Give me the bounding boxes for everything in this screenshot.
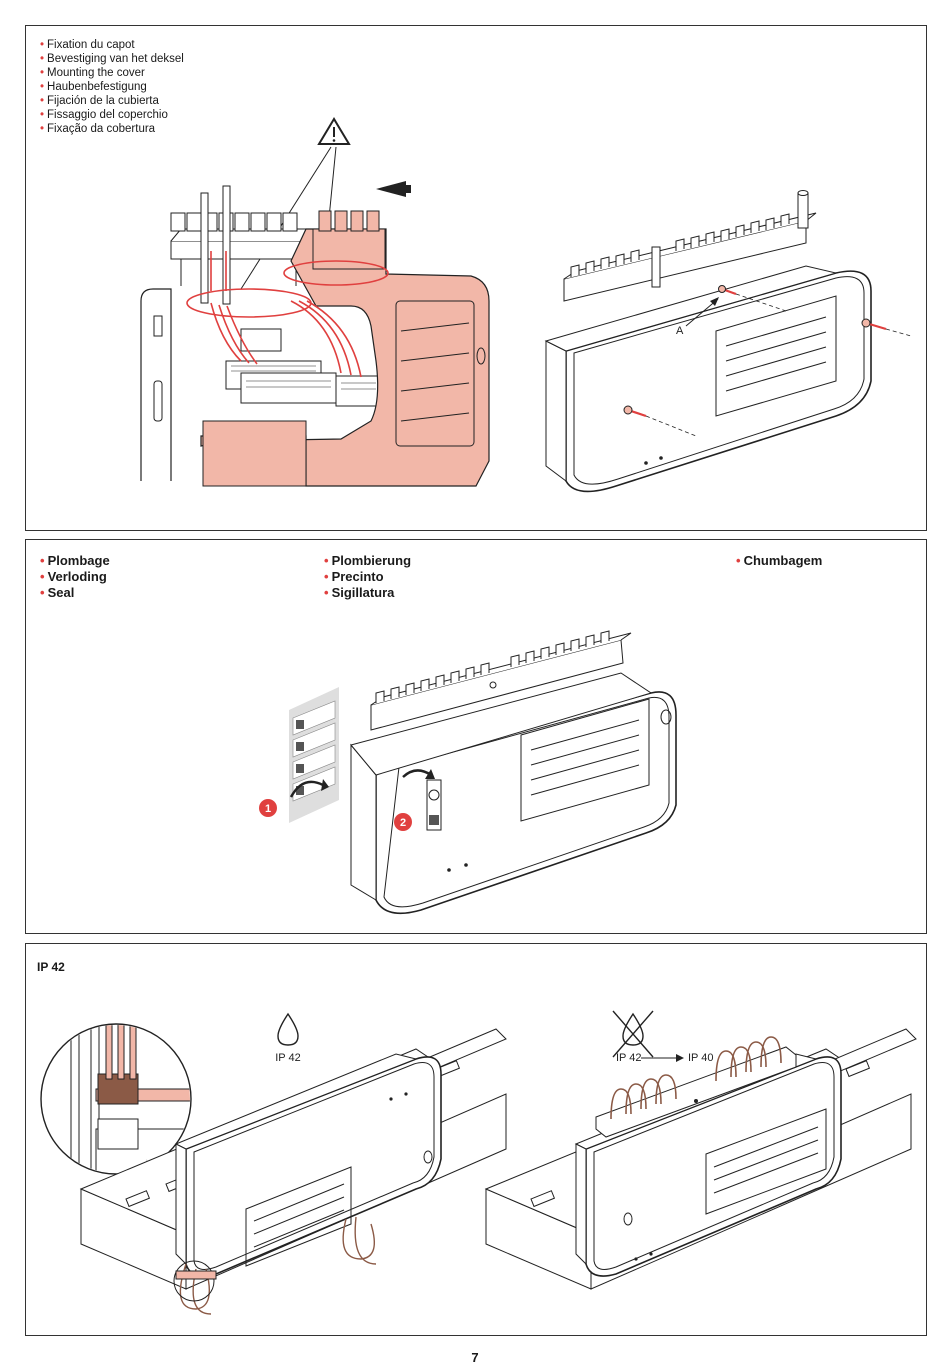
ip42-device-left — [79, 1028, 507, 1315]
mounting-label-list: •Fixation du capot •Bevestiging van het … — [40, 38, 184, 136]
seal-label-es: •Precinto — [324, 569, 384, 584]
closed-controller-screws-illustration: A — [544, 190, 912, 493]
label-es: •Fijación de la cubierta — [40, 95, 159, 107]
ip42-crossed-label: IP 42 — [616, 1052, 642, 1064]
label-de: •Haubenbefestigung — [40, 81, 147, 93]
step-1-badge: 1 — [259, 799, 277, 817]
seal-sticker-sheet — [289, 687, 339, 823]
crossed-water-drop-icon — [612, 1010, 654, 1058]
seal-label-col2: •Plombierung •Precinto •Sigillatura — [324, 553, 411, 601]
seal-label-en: •Seal — [40, 585, 75, 600]
seal-label-it: •Sigillatura — [324, 585, 395, 600]
seal-label-col1: •Plombage •Verloding •Seal — [40, 553, 110, 601]
seal-label-nl: •Verloding — [40, 569, 107, 584]
section-seal: •Plombage •Verloding •Seal •Plombierung … — [25, 539, 927, 934]
section-ip-rating: IP 42 IP 42 — [25, 943, 927, 1336]
open-controller-illustration — [140, 117, 490, 487]
label-pt: •Fixação da cobertura — [40, 123, 156, 135]
label-it: •Fissaggio del coperchio — [40, 109, 168, 121]
ip40-label: IP 40 — [688, 1052, 714, 1064]
ip42-ok-label: IP 42 — [275, 1052, 301, 1064]
seal-label-fr: •Plombage — [40, 553, 110, 568]
step-2-badge: 2 — [394, 813, 412, 831]
page-number: 7 — [471, 1350, 479, 1365]
seal-label-pt: •Chumbagem — [736, 553, 823, 568]
callout-a-label: A — [676, 325, 684, 337]
label-en: •Mounting the cover — [40, 67, 145, 79]
label-nl: •Bevestiging van het deksel — [40, 53, 184, 65]
ip40-device-right — [484, 1028, 917, 1290]
seal-label-col3: •Chumbagem — [736, 553, 822, 569]
label-fr: •Fixation du capot — [40, 39, 135, 51]
seal-label-de: •Plombierung — [324, 553, 412, 568]
svg-text:2: 2 — [400, 817, 406, 829]
section-mounting-cover: •Fixation du capot •Bevestiging van het … — [25, 25, 927, 531]
ip-section-title: IP 42 — [37, 960, 65, 974]
slide-arrow-icon — [376, 181, 411, 197]
seal-sticker-illustration: 1 — [259, 630, 677, 915]
ip-rating-illustration: IP 42 IP 42 IP 40 — [40, 1010, 917, 1315]
water-drop-icon — [277, 1012, 299, 1046]
svg-text:1: 1 — [265, 803, 271, 815]
